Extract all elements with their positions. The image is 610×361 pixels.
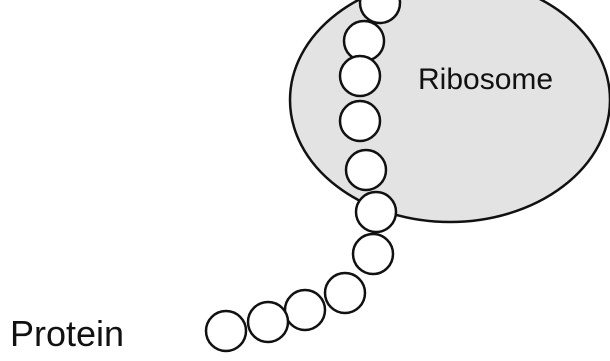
amino-acid-bead [246,300,290,344]
protein-label: Protein [10,313,124,354]
amino-acid-bead [338,54,382,98]
ribosome-shape [288,0,610,224]
amino-acid-bead [342,19,386,63]
protein-chain [204,0,402,353]
ribosome-label: Ribosome [418,63,553,96]
amino-acid-bead [354,190,398,234]
amino-acid-bead [338,99,382,143]
amino-acid-bead [351,232,395,276]
amino-acid-bead [358,0,402,25]
amino-acid-bead [344,148,388,192]
amino-acid-bead [323,271,367,315]
amino-acid-bead [283,288,327,332]
amino-acid-bead [204,309,248,353]
